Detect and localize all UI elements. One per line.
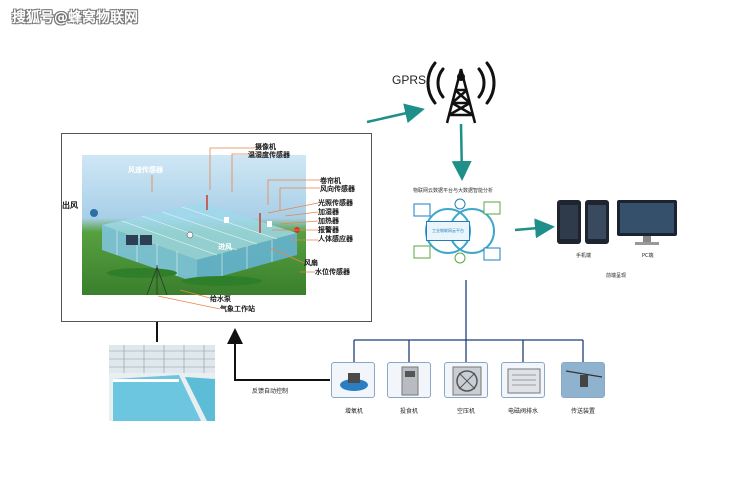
greenhouse-illustration bbox=[82, 155, 306, 295]
label-wind-in: 进风 bbox=[218, 243, 232, 251]
feedback-label: 反馈自动控制 bbox=[252, 388, 289, 395]
device-label: 电磁阀排水 bbox=[507, 408, 538, 415]
aerator-icon bbox=[340, 373, 368, 391]
label-curtain-machine: 卷帘机 bbox=[320, 177, 341, 185]
label-heater: 加热器 bbox=[318, 217, 339, 225]
label-camera: 摄像机 bbox=[255, 143, 276, 151]
platform-diagram bbox=[413, 198, 501, 264]
device-label: 增氧机 bbox=[344, 408, 363, 415]
device-label: 传送装置 bbox=[570, 408, 595, 415]
arrow-greenhouse-to-gprs bbox=[366, 103, 425, 124]
fish-pool-photo bbox=[109, 345, 215, 421]
feedback-arrow bbox=[227, 328, 330, 381]
label-light-sensor: 光照传感器 bbox=[318, 199, 353, 207]
label-fan: 风扇 bbox=[304, 259, 318, 267]
watermark: 搜狐号@蜂窝物联网 bbox=[12, 10, 138, 26]
label-wind-speed-sensor: 风速传感器 bbox=[128, 166, 163, 174]
solenoid-valve-icon bbox=[507, 368, 541, 394]
device-air-compressor bbox=[444, 362, 488, 398]
label-wind-out: 出风 bbox=[62, 201, 78, 210]
label-weather-station: 气象工作站 bbox=[220, 305, 255, 313]
label-water-pump: 给水泵 bbox=[210, 295, 231, 303]
device-solenoid-valve bbox=[501, 362, 545, 398]
label-humidifier: 加湿器 bbox=[318, 208, 339, 216]
device-feeder bbox=[387, 362, 431, 398]
platform-title: 物联网云数据平台与大数据智能分析 bbox=[413, 188, 494, 194]
conveyor-icon bbox=[562, 363, 604, 397]
pc-label: PC端 bbox=[642, 253, 654, 259]
device-label: 投食机 bbox=[399, 408, 418, 415]
label-alarm: 报警器 bbox=[318, 226, 339, 234]
arrow-platform-to-display bbox=[514, 218, 555, 239]
frontend-label: 前端呈现 bbox=[606, 273, 627, 279]
label-wind-direction-sensor: 风向传感器 bbox=[320, 185, 355, 193]
device-label: 空压机 bbox=[456, 408, 475, 415]
phone-label: 手机端 bbox=[576, 253, 592, 259]
device-aerator bbox=[331, 362, 375, 398]
display-terminals bbox=[557, 200, 677, 245]
label-water-level-sensor: 水位传感器 bbox=[315, 268, 350, 276]
label-human-sensor: 人体感应器 bbox=[318, 235, 353, 243]
device-bus-connector bbox=[353, 280, 584, 362]
platform-center-label: 工业物联网云平台 bbox=[426, 221, 470, 241]
label-temp-humidity-sensor: 温湿度传感器 bbox=[248, 151, 290, 159]
gprs-label: GPRS bbox=[392, 73, 427, 87]
feeder-icon bbox=[401, 366, 419, 396]
air-compressor-icon bbox=[452, 366, 482, 396]
arrow-gprs-to-platform bbox=[451, 123, 472, 181]
device-conveyor bbox=[561, 362, 605, 398]
gprs-tower-icon bbox=[426, 61, 496, 124]
